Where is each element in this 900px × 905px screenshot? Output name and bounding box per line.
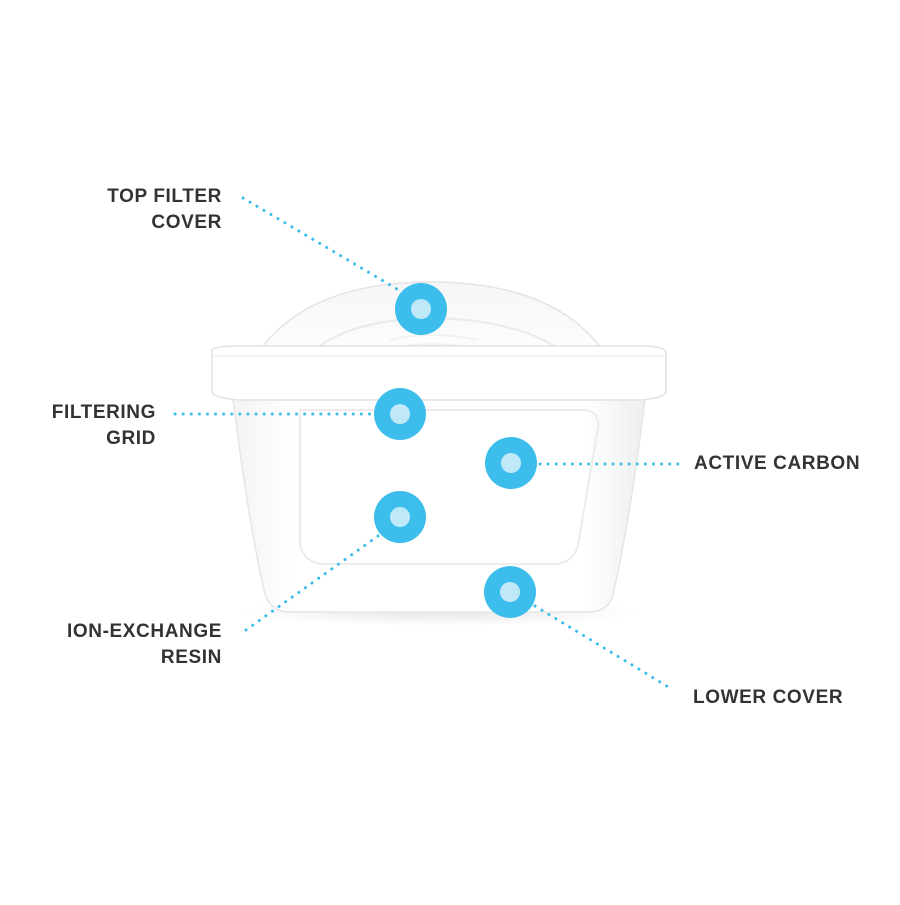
marker-top-filter-cover — [395, 283, 447, 335]
filter-body — [231, 391, 647, 613]
label-lower-cover-line-1: LOWER COVER — [693, 687, 844, 708]
leader-lines — [173, 196, 680, 690]
filter-rim — [211, 345, 667, 401]
label-top-filter-cover-line-1: TOP FILTER — [107, 186, 222, 207]
leader-line-top-filter-cover — [241, 196, 404, 294]
label-ion-exchange-resin: ION-EXCHANGE RESIN — [67, 619, 222, 671]
label-filtering-grid: FILTERING GRID — [52, 400, 156, 452]
label-active-carbon-line-1: ACTIVE CARBON — [694, 453, 861, 474]
label-filtering-grid-line-2: GRID — [106, 428, 156, 449]
marker-filtering-grid — [374, 388, 426, 440]
label-ion-exchange-resin-line-2: RESIN — [160, 647, 222, 668]
label-ion-exchange-resin-line-1: ION-EXCHANGE — [67, 621, 222, 642]
label-active-carbon: ACTIVE CARBON — [694, 451, 860, 477]
filter-body-panel — [299, 409, 600, 565]
marker-lower-cover — [484, 566, 536, 618]
label-filtering-grid-line-1: FILTERING — [51, 402, 156, 423]
label-top-filter-cover-line-2: COVER — [151, 212, 222, 233]
leader-line-ion-exchange-resin — [244, 534, 380, 632]
marker-active-carbon — [485, 437, 537, 489]
label-top-filter-cover: TOP FILTER COVER — [107, 184, 222, 236]
marker-ion-exchange-resin — [374, 491, 426, 543]
label-lower-cover: LOWER COVER — [693, 685, 843, 711]
